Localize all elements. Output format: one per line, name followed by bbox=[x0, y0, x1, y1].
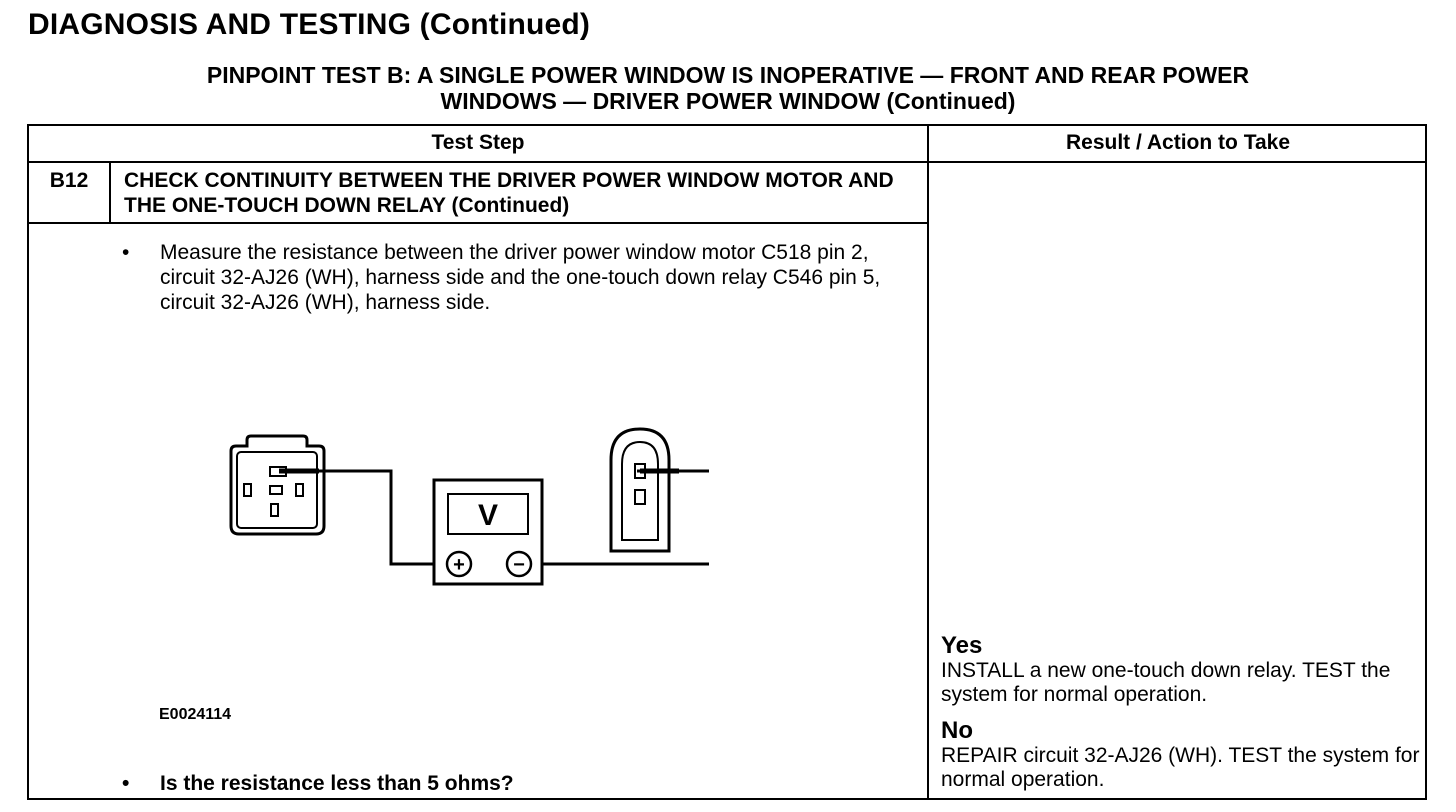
result-yes-text: INSTALL a new one-touch down relay. TEST… bbox=[941, 659, 1391, 706]
question-bullet: • Is the resistance less than 5 ohms? bbox=[122, 771, 902, 796]
bullet-symbol: • bbox=[122, 241, 130, 264]
instruction-text: Measure the resistance between the drive… bbox=[160, 241, 881, 314]
question-text: Is the resistance less than 5 ohms? bbox=[160, 772, 514, 795]
step-id-divider bbox=[109, 163, 111, 223]
header-rule bbox=[29, 161, 1425, 163]
step-id: B12 bbox=[49, 169, 89, 192]
minus-terminal: − bbox=[513, 554, 525, 576]
test-step-table: Test Step Result / Action to Take B12 CH… bbox=[27, 124, 1427, 800]
connector-c518-icon bbox=[229, 434, 326, 536]
pinpoint-test-title-line-1: PINPOINT TEST B: A SINGLE POWER WINDOW I… bbox=[206, 62, 1250, 88]
column-divider bbox=[927, 126, 929, 798]
bullet-symbol: • bbox=[122, 772, 130, 795]
result-yes-label: Yes bbox=[941, 632, 983, 659]
figure-id: E0024114 bbox=[159, 706, 232, 723]
result-yes: Yes INSTALL a new one-touch down relay. … bbox=[941, 633, 1421, 707]
column-header-test-step: Test Step bbox=[431, 131, 525, 154]
pinpoint-test-title-line-2: WINDOWS — DRIVER POWER WINDOW (Continued… bbox=[440, 88, 1016, 114]
pinpoint-test-title: PINPOINT TEST B: A SINGLE POWER WINDOW I… bbox=[60, 62, 1396, 114]
resistance-measurement-figure: V + − bbox=[229, 427, 709, 586]
result-no-text: REPAIR circuit 32-AJ26 (WH). TEST the sy… bbox=[941, 744, 1420, 791]
result-no: No REPAIR circuit 32-AJ26 (WH). TEST the… bbox=[941, 718, 1421, 792]
step-title: CHECK CONTINUITY BETWEEN THE DRIVER POWE… bbox=[124, 169, 894, 217]
plus-terminal: + bbox=[453, 554, 465, 576]
result-no-label: No bbox=[941, 717, 973, 744]
step-title-rule bbox=[29, 222, 927, 224]
meter-label: V bbox=[478, 499, 498, 532]
page-title: DIAGNOSIS AND TESTING (Continued) bbox=[28, 8, 591, 41]
column-header-result: Result / Action to Take bbox=[1065, 131, 1291, 154]
connector-c546-icon bbox=[609, 427, 671, 553]
voltmeter-icon: V + − bbox=[432, 478, 544, 586]
instruction-bullet: • Measure the resistance between the dri… bbox=[122, 240, 902, 315]
